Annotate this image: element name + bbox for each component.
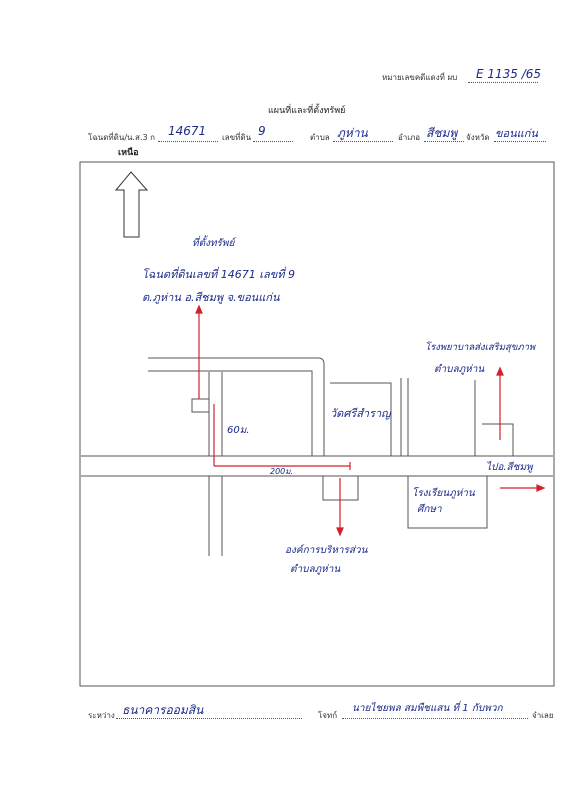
property-heading: ที่ตั้งทรัพย์ xyxy=(192,238,235,249)
sao-sublabel: ตำบลภูห่าน xyxy=(290,564,341,575)
defendant-name: นายไชยพล สมพืชแสน ที่ 1 กับพวก xyxy=(352,703,503,714)
plaintiff-name: ธนาคารออมสิน xyxy=(122,703,204,717)
between-label: ระหว่าง xyxy=(88,711,115,720)
plaintiff-underline xyxy=(116,718,302,719)
province-label: จังหวัด xyxy=(466,133,490,142)
land-no-underline xyxy=(253,141,293,142)
north-label: เหนือ xyxy=(118,148,139,158)
deed-underline xyxy=(158,141,218,142)
district-value: สีชมพู xyxy=(426,126,458,140)
sao-label: องค์การบริหารส่วน xyxy=(285,545,368,556)
case-number-value: E 1135 /65 xyxy=(476,67,542,81)
subdistrict-value: ภูห่าน xyxy=(337,126,368,140)
side-road-outer-edge xyxy=(148,357,325,456)
sichomphu-arrow-icon xyxy=(536,484,546,492)
deed-value: 14671 xyxy=(168,124,207,138)
province-underline xyxy=(494,141,546,142)
hospital-block xyxy=(482,423,514,456)
district-underline xyxy=(424,141,464,142)
province-value: ขอนแก่น xyxy=(495,127,538,140)
distance-horizontal-label: 200ม. xyxy=(270,467,294,476)
subdistrict-label: ตำบล xyxy=(310,133,330,142)
school-block xyxy=(407,476,488,529)
property-location-line: ต.ภูห่าน อ.สีชมพู จ.ขอนแก่น xyxy=(142,291,280,304)
page-title: แผนที่และที่ตั้งทรัพย์ xyxy=(268,106,346,116)
sao-arrow-icon xyxy=(336,527,344,537)
land-no-value: 9 xyxy=(258,124,266,138)
case-number-label: หมายเลขคดีแดงที่ ผบ xyxy=(382,73,458,82)
land-no-label: เลขที่ดิน xyxy=(222,133,252,142)
defendant-underline xyxy=(342,718,528,719)
distance-vertical-label: 60ม. xyxy=(227,425,250,436)
temple-label: วัดศรีสำราญ xyxy=(330,407,391,420)
school-sublabel: ศึกษา xyxy=(417,504,442,515)
case-number-underline xyxy=(468,82,538,83)
map-frame xyxy=(79,161,555,687)
plaintiff-role-label: โจทก์ xyxy=(318,711,338,720)
to-sichomphu-label: ไปอ.สีชมพู xyxy=(486,462,533,473)
side-road-inner-edge xyxy=(148,370,313,456)
property-deed-line: โฉนดที่ดินเลขที่ 14671 เลขที่ 9 xyxy=(142,268,296,281)
subdistrict-underline xyxy=(333,141,393,142)
property-pointer-arrow-icon xyxy=(195,304,203,314)
deed-label: โฉนดที่ดิน/น.ส.3 ก xyxy=(88,133,155,142)
property-box xyxy=(191,398,210,413)
defendant-role-label: จำเลย xyxy=(532,711,554,720)
hospital-arrow-icon xyxy=(496,366,504,376)
school-label: โรงเรียนภูห่าน xyxy=(412,488,475,499)
temple-block xyxy=(330,382,392,456)
district-label: อำเภอ xyxy=(398,133,421,142)
hospital-sublabel: ตำบลภูห่าน xyxy=(434,364,485,375)
hospital-label: โรงพยาบาลส่งเสริมสุขภาพ xyxy=(425,342,536,353)
north-arrow-icon xyxy=(114,171,149,238)
